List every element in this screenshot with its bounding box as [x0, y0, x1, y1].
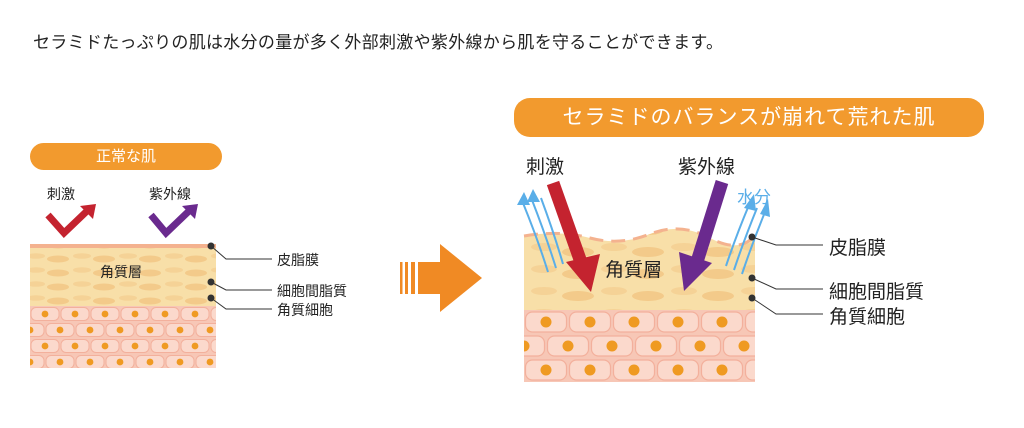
- damaged-stimulus-label: 刺激: [526, 156, 565, 178]
- normal-stimulus-arrow: [45, 204, 96, 239]
- damaged-lipid-label: 細胞間脂質: [829, 281, 925, 303]
- normal-cells-row: [30, 338, 216, 354]
- damaged-stratum-label: 角質層: [605, 259, 663, 281]
- headline-text: セラミドたっぷりの肌は水分の量が多く外部刺激や紫外線から肌を守ることができます。: [33, 33, 724, 53]
- normal-leader-lines: [207, 242, 272, 310]
- normal-sebum-film: [30, 244, 216, 248]
- damaged-stimulus-arrow: [546, 180, 600, 292]
- damaged-skin-title: セラミドのバランスが崩れて荒れた肌: [514, 98, 984, 137]
- damaged-uv-label: 紫外線: [678, 156, 736, 178]
- damaged-cells-label: 角質細胞: [829, 306, 906, 328]
- normal-cells-row: [30, 306, 216, 322]
- damaged-water-label: 水分: [737, 188, 771, 208]
- normal-lipid-label: 細胞間脂質: [277, 284, 347, 300]
- normal-stratum-layer: [30, 247, 216, 307]
- water-escape-arrows: [517, 189, 770, 275]
- normal-uv-arrow: [148, 204, 198, 239]
- normal-stimulus-label: 刺激: [47, 187, 75, 203]
- damaged-cells-row: [524, 334, 755, 358]
- transition-arrow: [400, 244, 482, 312]
- damaged-sebum-label: 皮脂膜: [829, 237, 887, 259]
- normal-stratum-label: 角質層: [100, 265, 142, 281]
- normal-skin-block: [30, 244, 216, 368]
- damaged-cells-row: [524, 310, 755, 334]
- damaged-uv-arrow: [679, 180, 729, 291]
- damaged-leader-lines: [748, 233, 823, 315]
- normal-skin-title: 正常な肌: [30, 143, 222, 170]
- damaged-cells-row: [524, 358, 755, 382]
- normal-sebum-label: 皮脂膜: [277, 253, 319, 269]
- normal-uv-label: 紫外線: [149, 187, 191, 203]
- normal-cells-row: [30, 354, 216, 368]
- normal-cells-row: [30, 322, 216, 338]
- normal-cells-label: 角質細胞: [277, 303, 333, 319]
